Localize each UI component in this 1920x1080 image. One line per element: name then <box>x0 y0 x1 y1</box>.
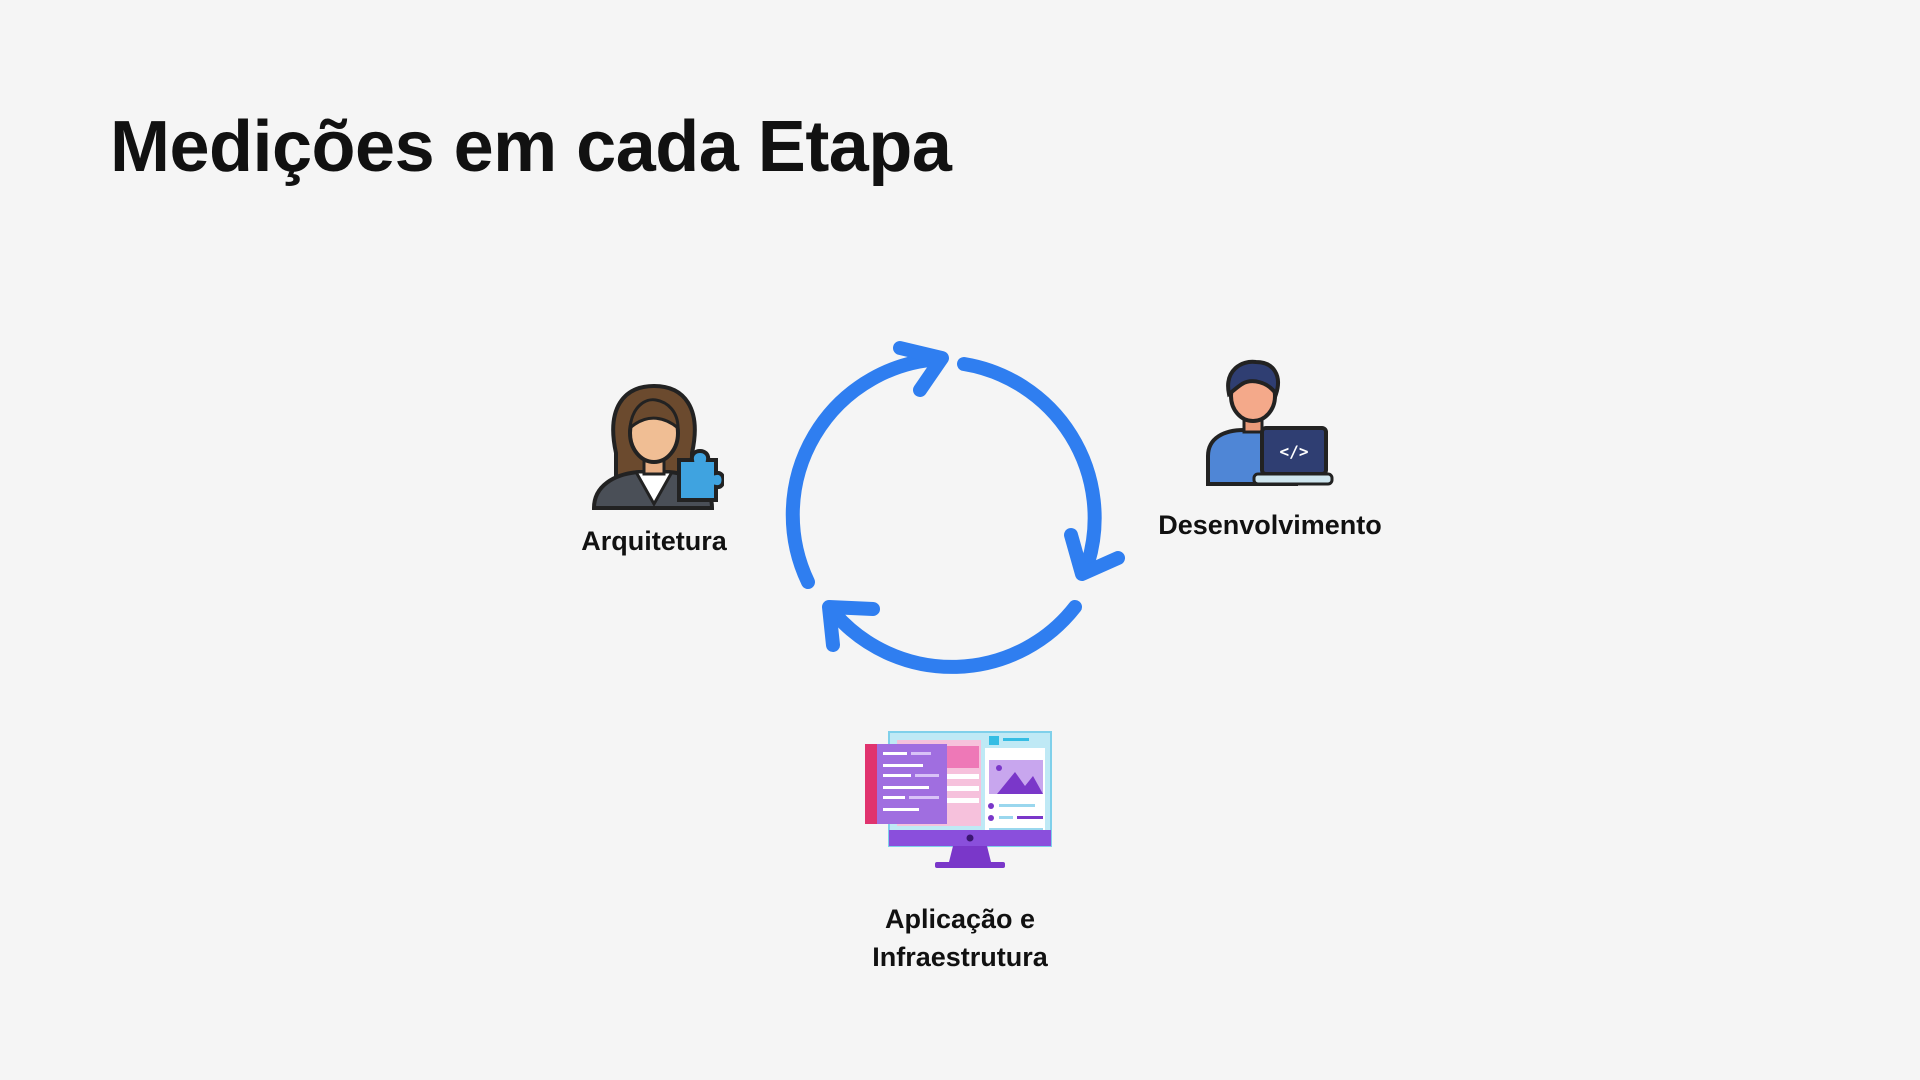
svg-text:</>: </> <box>1280 442 1309 461</box>
cycle-arc-right <box>957 357 1102 570</box>
developer-laptop-icon: </> <box>1206 359 1334 486</box>
cycle-arc-top <box>785 352 947 589</box>
stage-arquitetura: Arquitetura <box>564 378 744 560</box>
slide-title: Medições em cada Etapa <box>110 107 952 187</box>
stage-label-arquitetura: Arquitetura <box>581 526 727 556</box>
architect-woman-puzzle-icon <box>591 383 724 510</box>
cycle-arrowhead-top <box>893 341 949 397</box>
monitor-application-icon <box>865 731 1052 868</box>
stage-label-desenvolvimento: Desenvolvimento <box>1158 510 1382 540</box>
stage-label-aplicacao-infraestrutura: Aplicação e Infraestrutura <box>872 904 1048 972</box>
stage-desenvolvimento: </> Desenvolvimento <box>1140 358 1400 544</box>
stage-aplicacao-infraestrutura: Aplicação e Infraestrutura <box>840 730 1080 976</box>
cycle-arrowhead-right <box>1064 528 1125 581</box>
cycle-arrows-icon <box>785 341 1125 674</box>
cycle-arrowhead-bottom <box>822 600 880 652</box>
cycle-arc-bottom <box>828 600 1082 674</box>
